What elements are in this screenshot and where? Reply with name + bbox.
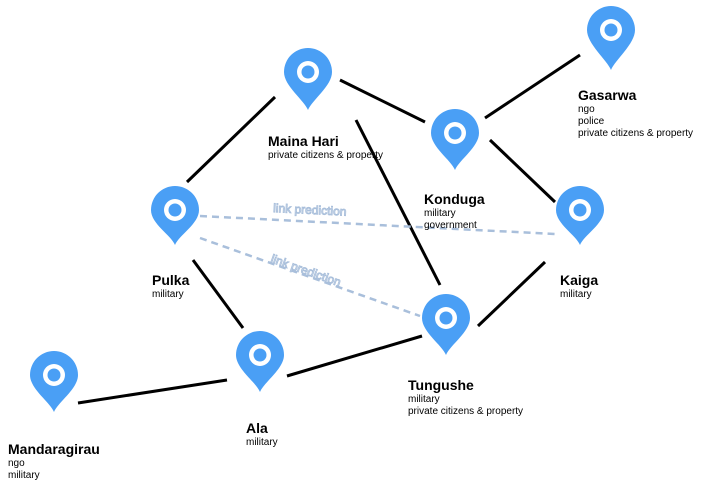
node-tag: ngo	[578, 104, 595, 115]
node-name: Gasarwa	[578, 87, 637, 103]
node-name: Ala	[246, 420, 268, 436]
edge-pulka-ala	[191, 259, 245, 329]
edge-maina-hari-pulka	[185, 95, 277, 184]
node-tag: ngo	[8, 458, 25, 469]
node-name: Kaiga	[560, 272, 599, 288]
predicted-edge-pulka-kaiga	[199, 214, 556, 236]
edge-ala-tungushe	[286, 334, 423, 378]
edge-konduga-kaiga	[488, 138, 557, 204]
edge-maina-hari-tungushe	[354, 119, 442, 286]
map-pin-icon[interactable]	[151, 186, 199, 245]
map-pin-icon[interactable]	[422, 294, 470, 355]
node-name: Maina Hari	[268, 133, 339, 149]
edge-maina-hari-konduga	[339, 78, 426, 124]
map-pin-icon[interactable]	[431, 109, 479, 170]
edge-kaiga-tungushe	[476, 260, 547, 328]
node-tag: military	[560, 289, 592, 300]
node-tag: private citizens & property	[268, 150, 384, 161]
map-pin-icon[interactable]	[587, 6, 635, 70]
link-prediction-label: link prediction	[269, 252, 343, 290]
node-tag: military	[152, 289, 184, 300]
node-name: Tungushe	[408, 377, 474, 393]
map-pin-icon[interactable]	[284, 48, 332, 110]
node-tag: private citizens & property	[408, 406, 524, 417]
edge-gasarwa-konduga	[484, 53, 581, 120]
map-pin-icon[interactable]	[30, 351, 78, 412]
map-pin-icon[interactable]	[556, 186, 604, 245]
node-tag: government	[424, 220, 477, 231]
node-name: Mandaragirau	[8, 441, 100, 457]
node-tag: police	[578, 116, 605, 127]
predicted-edge-pulka-tungushe	[199, 236, 421, 318]
node-tag: military	[408, 394, 440, 405]
map-pin-icon[interactable]	[236, 331, 284, 392]
node-name: Konduga	[424, 191, 485, 207]
node-name: Pulka	[152, 272, 190, 288]
node-tag: private citizens & property	[578, 128, 694, 139]
node-tag: military	[424, 208, 456, 219]
link-prediction-label: link prediction	[273, 201, 347, 219]
edge-ala-mandaragirau	[77, 378, 228, 405]
node-tag: military	[8, 470, 40, 481]
node-tag: military	[246, 437, 278, 448]
